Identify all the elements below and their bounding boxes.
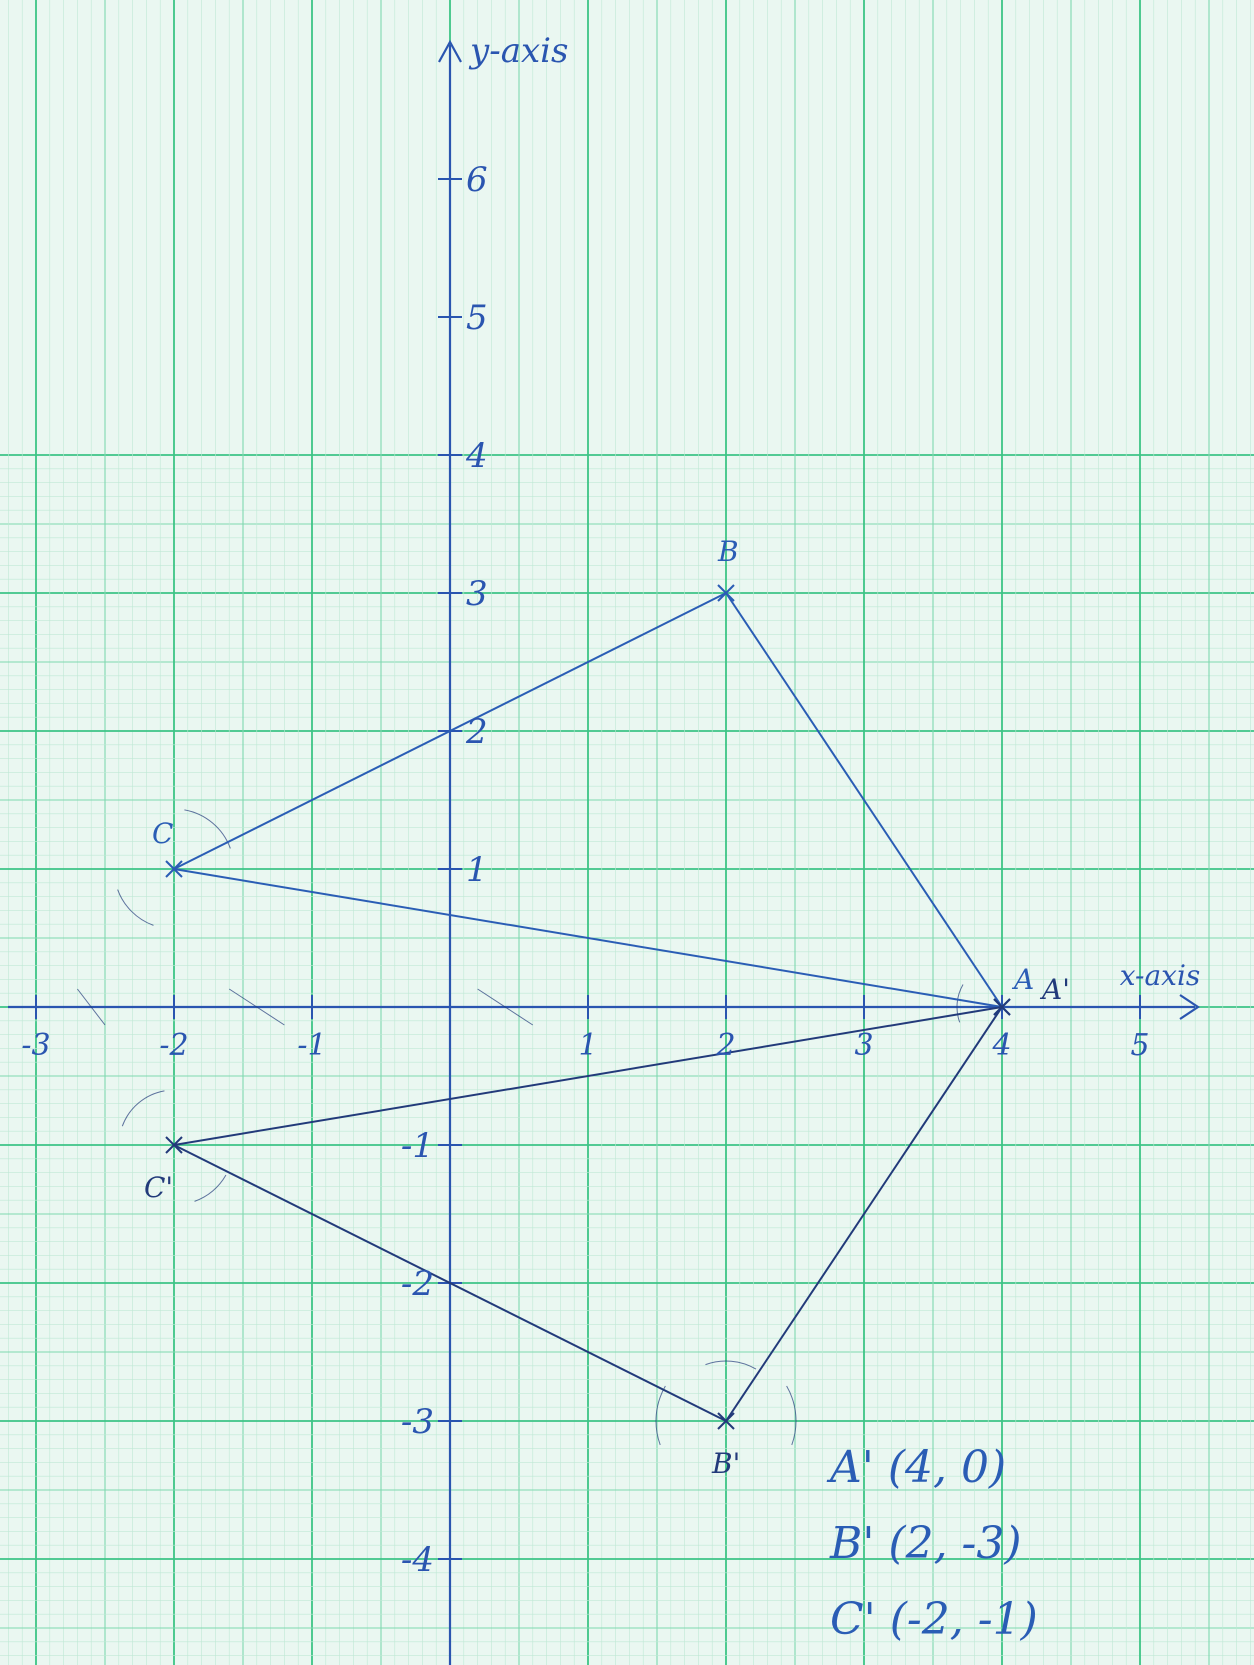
x-axis-label: x-axis bbox=[1120, 959, 1201, 992]
y-tick-label: -1 bbox=[401, 1126, 434, 1166]
x-tick-label: 1 bbox=[578, 1028, 597, 1063]
tick-labels: -3 -2 -1 1 2 3 4 5 6 5 4 3 2 1 -1 -2 -3 -4 bbox=[21, 160, 1149, 1580]
compass-arc bbox=[194, 1174, 227, 1202]
triangle-edge bbox=[725, 1006, 1003, 1422]
axis-arc-mark bbox=[77, 988, 106, 1026]
annotation-b-prime: B' (2, -3) bbox=[829, 1518, 1022, 1569]
y-tick-label: -2 bbox=[401, 1264, 434, 1304]
triangle-edge bbox=[173, 868, 1003, 1008]
construction-arcs bbox=[77, 809, 964, 1446]
annotation-c-prime: C' (-2, -1) bbox=[830, 1594, 1038, 1645]
x-tick-label: -2 bbox=[159, 1028, 188, 1063]
axes bbox=[8, 39, 1200, 1665]
compass-arc bbox=[956, 984, 964, 1023]
x-tick-label: 5 bbox=[1130, 1028, 1149, 1063]
x-tick-label: 3 bbox=[854, 1028, 873, 1063]
x-tick-label: 4 bbox=[991, 1028, 1011, 1063]
compass-arc bbox=[786, 1385, 797, 1446]
vertex-label: B' bbox=[711, 1447, 740, 1480]
y-tick-label: 5 bbox=[466, 298, 488, 338]
x-tick-label: -1 bbox=[297, 1028, 326, 1063]
compass-arc bbox=[121, 1090, 165, 1127]
y-tick-label: -3 bbox=[401, 1402, 434, 1442]
compass-arc bbox=[655, 1385, 666, 1446]
y-axis-arrow bbox=[438, 39, 462, 63]
compass-arc bbox=[705, 1360, 757, 1370]
vertex-label: A' bbox=[1039, 973, 1070, 1006]
y-tick-label: 4 bbox=[465, 436, 488, 476]
y-tick-label: 3 bbox=[466, 574, 488, 614]
triangle-edges bbox=[173, 592, 1003, 1422]
vertex-label: C' bbox=[144, 1171, 173, 1204]
vertex-marker bbox=[165, 1136, 183, 1154]
y-axis-label: y-axis bbox=[468, 31, 568, 71]
vertex-label: C bbox=[152, 817, 173, 850]
vertex-marker bbox=[993, 998, 1011, 1016]
triangle-vertices: A B C A' B' C' bbox=[144, 535, 1070, 1480]
x-axis-arrow bbox=[1179, 994, 1200, 1020]
vertex-marker bbox=[717, 1412, 735, 1430]
annotation-a-prime: A' (4, 0) bbox=[826, 1442, 1006, 1493]
y-tick-label: 1 bbox=[466, 850, 488, 890]
triangle-edge bbox=[173, 592, 727, 870]
triangle-edge bbox=[725, 592, 1003, 1008]
y-tick-label: -4 bbox=[401, 1540, 434, 1580]
x-tick-label: -3 bbox=[21, 1028, 50, 1063]
vertex-marker bbox=[165, 860, 183, 878]
compass-arc bbox=[117, 889, 154, 926]
axis-arc-mark bbox=[228, 988, 285, 1026]
vertex-label: A bbox=[1011, 963, 1034, 996]
triangle-edge bbox=[173, 1006, 1003, 1146]
triangle-edge bbox=[173, 1144, 727, 1422]
axis-arc-mark bbox=[477, 988, 534, 1026]
y-tick-label: 2 bbox=[465, 712, 488, 752]
y-tick-label: 6 bbox=[466, 160, 488, 200]
vertex-label: B bbox=[717, 535, 739, 568]
vertex-marker bbox=[717, 584, 735, 602]
coordinate-annotations: A' (4, 0) B' (2, -3) C' (-2, -1) bbox=[826, 1442, 1038, 1645]
x-tick-label: 2 bbox=[715, 1028, 735, 1063]
